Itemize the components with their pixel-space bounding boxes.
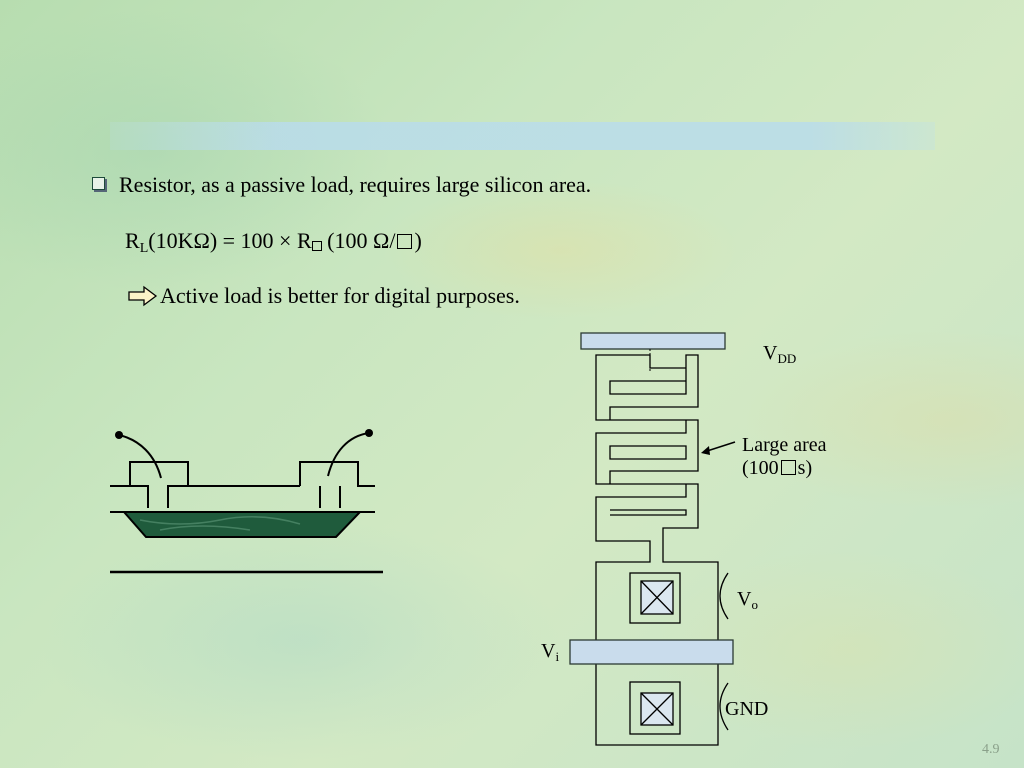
label-vo: Vo [737, 588, 758, 613]
resistor-texture [139, 516, 301, 531]
vo-main: V [737, 588, 752, 610]
serpentine-fold [609, 445, 687, 460]
right-contact-outline [299, 461, 375, 487]
left-wire [118, 434, 162, 479]
label-vi: Vi [541, 640, 559, 665]
serpentine-fold-lower [610, 509, 687, 516]
vi-sub: i [555, 649, 560, 664]
square-bullet-icon [92, 177, 105, 190]
large-area-arrowhead-icon [701, 446, 710, 455]
resistance-equation: RL(10KΩ) = 100 × R (100 Ω/) [125, 228, 422, 257]
label-vdd: VDD [763, 342, 796, 367]
resistor-layout [569, 332, 736, 746]
bullet-resistor: Resistor, as a passive load, requires la… [92, 172, 591, 198]
label-large-area: Large area (100 s) [742, 434, 827, 480]
conclusion-line: Active load is better for digital purpos… [128, 283, 520, 309]
right-terminal-dot [365, 429, 373, 437]
square-symbol-icon [397, 234, 413, 249]
right-wire [327, 432, 370, 477]
gnd-bracket [719, 682, 729, 731]
gate-poly [569, 639, 734, 665]
square-symbol-icon [780, 460, 796, 475]
resistor-cross-section [110, 429, 383, 574]
large-area-unit: s) [797, 457, 813, 479]
hollow-arrow-icon [128, 285, 158, 307]
eq-value: (10KΩ) = 100 × R [148, 228, 312, 253]
eq-paren-open: (100 Ω/ [327, 228, 396, 253]
vo-sub: o [751, 597, 758, 612]
large-area-line1: Large area [742, 434, 827, 456]
vdd-sub: DD [777, 351, 797, 366]
large-area-value: (100 [742, 457, 779, 479]
vo-contact-cross-icon [640, 580, 674, 615]
title-band [110, 122, 935, 150]
left-oxide-step [110, 485, 149, 508]
eq-paren-close: ) [414, 228, 422, 253]
gnd-diffusion [629, 681, 681, 735]
conclusion-text: Active load is better for digital purpos… [160, 283, 520, 308]
vdd-rail [580, 332, 726, 350]
eq-r-sub: L [139, 241, 149, 256]
vo-bracket [719, 572, 729, 620]
label-gnd: GND [725, 698, 769, 720]
right-oxide-step [319, 486, 341, 508]
diffused-resistor [121, 511, 363, 538]
large-area-line2: (100 s) [742, 457, 827, 480]
page-number: 4.9 [982, 742, 1000, 757]
bullet-text: Resistor, as a passive load, requires la… [119, 172, 592, 197]
vo-diffusion [629, 572, 681, 624]
square-symbol-icon [311, 241, 322, 251]
eq-r: R [125, 228, 140, 253]
vdd-main: V [763, 342, 778, 364]
vi-main: V [541, 640, 556, 662]
gnd-contact-cross-icon [640, 692, 674, 726]
left-terminal-dot [115, 431, 123, 439]
serpentine-resistor [595, 354, 719, 746]
